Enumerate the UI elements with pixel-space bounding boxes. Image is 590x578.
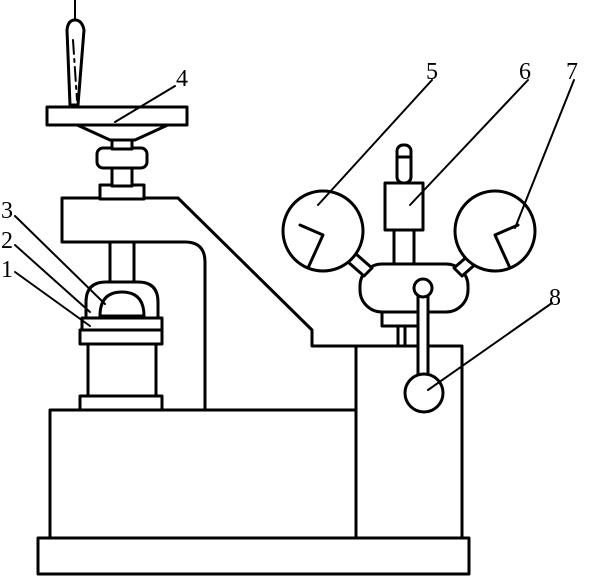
lever-ball	[403, 372, 445, 414]
label-2: 2	[1, 228, 13, 254]
screw-rod	[110, 166, 134, 188]
anvil-top	[78, 328, 164, 346]
right-gauge-needle	[493, 223, 520, 270]
valve-outlet	[380, 310, 422, 328]
leader-2	[14, 244, 91, 313]
leader-3	[14, 215, 106, 305]
label-5: 5	[426, 59, 438, 85]
control-lever	[416, 288, 430, 386]
anvil-foot	[78, 394, 164, 412]
leader-4	[114, 85, 176, 123]
handle-axis	[72, 39, 78, 101]
indenter-ball	[98, 290, 146, 318]
screw-nut	[95, 146, 149, 170]
body-block	[48, 408, 358, 540]
base-plate	[36, 536, 471, 576]
specimen	[80, 316, 164, 332]
leader-1	[14, 271, 91, 327]
label-7: 7	[566, 59, 578, 85]
anvil-body	[86, 342, 158, 398]
label-3: 3	[1, 198, 13, 224]
label-6: 6	[519, 59, 531, 85]
right-pressure-gauge	[453, 189, 537, 273]
label-4: 4	[176, 66, 188, 92]
left-gauge-needle	[298, 223, 325, 270]
leader-5	[317, 79, 433, 206]
handwheel	[45, 105, 189, 127]
label-8: 8	[549, 285, 561, 311]
leader-6	[409, 79, 529, 206]
label-1: 1	[1, 257, 13, 283]
indenter-stem	[108, 240, 136, 289]
valve-plunger	[395, 143, 413, 185]
frame-column	[60, 196, 358, 412]
valve-stem	[392, 226, 416, 270]
handwheel-handle	[65, 18, 86, 107]
valve-cylinder	[383, 181, 425, 232]
leader-7	[514, 79, 575, 229]
right-housing	[354, 344, 464, 540]
leader-8	[427, 302, 553, 391]
left-pressure-gauge	[281, 189, 365, 273]
lever-top-knob	[412, 277, 434, 299]
